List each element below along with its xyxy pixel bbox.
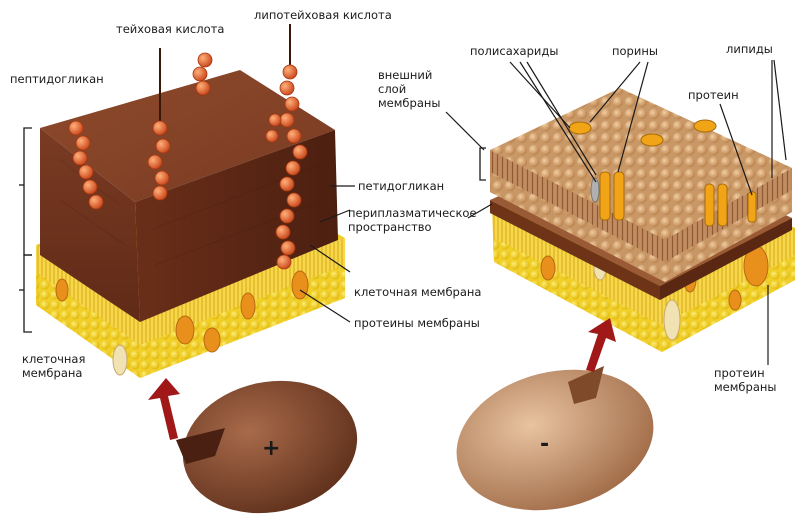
label-periplasmic-space: периплазматическое пространство xyxy=(348,206,477,234)
plus-sign: + xyxy=(262,436,280,461)
label-protein: протеин xyxy=(688,88,739,102)
gram-positive-wall xyxy=(19,24,370,518)
gram-negative-wall xyxy=(442,60,795,518)
minus-sign: - xyxy=(540,432,549,457)
gn-arrow xyxy=(586,318,616,372)
gram-negative-cell xyxy=(442,350,669,518)
label-teichoic-acid: тейховая кислота xyxy=(116,22,224,36)
gn-bracket xyxy=(480,148,486,180)
gp-braces xyxy=(19,128,32,332)
label-polysaccharides: полисахариды xyxy=(470,44,558,58)
label-peptidoglycan-right: петидогликан xyxy=(358,179,444,193)
label-lipids: липиды xyxy=(726,42,773,56)
label-cell-membrane-right: клеточная мембрана xyxy=(354,285,481,299)
label-porins: порины xyxy=(612,44,658,58)
label-membrane-proteins: протеины мембраны xyxy=(354,316,480,330)
label-peptidoglycan-left: пептидогликан xyxy=(10,72,104,86)
label-outer-membrane: внешний слой мембраны xyxy=(378,68,440,110)
label-membrane-protein: протеин мембраны xyxy=(714,366,776,394)
label-cell-membrane-left: клеточная мембрана xyxy=(22,352,85,380)
label-lipoteichoic-acid: липотейховая кислота xyxy=(254,8,392,22)
gp-arrow xyxy=(148,378,180,440)
